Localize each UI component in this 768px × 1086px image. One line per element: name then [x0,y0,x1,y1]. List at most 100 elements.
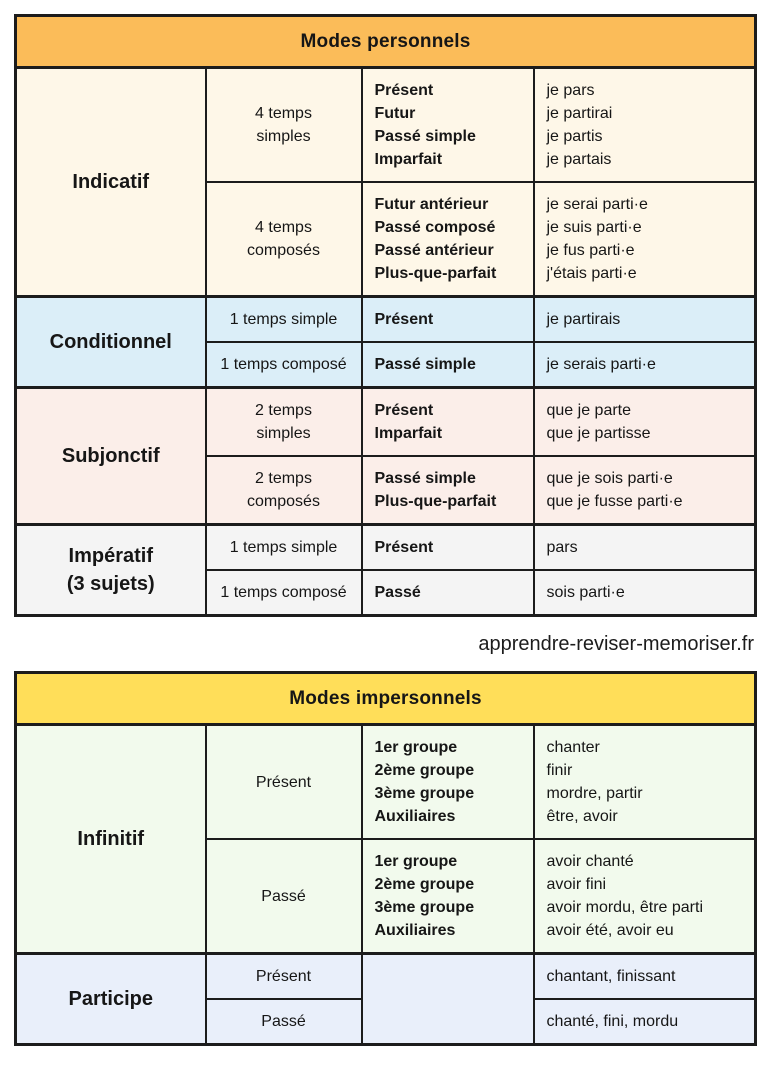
tense-name: Auxiliaires [374,808,456,825]
tense-name: Présent [374,402,434,419]
tense-name: Auxiliaires [374,922,456,939]
example-text: que je parte [546,402,632,419]
tense-count: 1 temps simple [229,539,338,556]
mode-cell: Participe [14,952,207,1046]
tense-name: 1er groupe [374,853,458,870]
tense-name: 3ème groupe [374,899,475,916]
tense-name: Plus-que-parfait [374,493,497,510]
example-text: je partis [546,128,603,145]
tense-name: Passé simple [374,128,476,145]
tense-count: 1 temps composé [220,356,347,373]
tense-name: 2ème groupe [374,762,475,779]
tense-name: 1er groupe [374,739,458,756]
example-text: je partirais [546,311,621,328]
tense-count-cell: 1 temps simple [204,295,363,343]
example-text: avoir fini [546,876,607,893]
example-text: je pars [546,82,595,99]
mode-cell: Indicatif [14,66,207,298]
examples-cell: chanter finir mordre, partir être, avoir [532,723,757,840]
examples-cell: chanté, fini, mordu [532,998,757,1046]
tense-count: 2 temps [255,470,312,487]
tense-count-cell: 1 temps composé [204,341,363,389]
tense-names-cell: Présent [360,523,535,571]
tense-name: Passé simple [374,356,476,373]
tense-count-cell: Passé [204,838,363,955]
tense-count: 2 temps [255,402,312,419]
example-text: je partirai [546,105,613,122]
mode-cell: Conditionnel [14,295,207,389]
example-text: je fus parti·e [546,242,635,259]
tense-name: Présent [374,311,434,328]
tense-count: 1 temps composé [220,584,347,601]
mode-name: Participe [68,988,153,1010]
tense-count: 4 temps [255,105,312,122]
tense-name: Passé simple [374,470,476,487]
examples-cell: chantant, finissant [532,952,757,1000]
example-text: mordre, partir [546,785,643,802]
tense-count: simples [256,425,311,442]
tense-count-cell: 2 temps simples [204,386,363,457]
tense-names-cell [360,952,535,1046]
mode-name: Indicatif [72,171,150,193]
example-text: j'étais parti·e [546,265,637,282]
tense-count: Passé [261,887,306,905]
tense-name: Futur antérieur [374,196,489,213]
table-title: Modes personnels [14,14,757,69]
examples-cell: sois parti·e [532,569,757,617]
mode-cell: Subjonctif [14,386,207,526]
example-text: chanter [546,739,600,756]
mode-name: Impératif [68,545,153,567]
example-text: pars [546,539,578,556]
tense-count-cell: Présent [204,952,363,1000]
examples-cell: pars [532,523,757,571]
tense-name: Présent [374,539,434,556]
example-text: que je fusse parti·e [546,493,683,510]
example-text: je serais parti·e [546,356,656,373]
tense-count: Présent [255,773,312,791]
example-text: finir [546,762,573,779]
tense-count: Présent [255,968,312,985]
tense-count: 1 temps simple [229,311,338,328]
tense-name: Imparfait [374,425,443,442]
tense-name: Passé antérieur [374,242,494,259]
example-text: être, avoir [546,808,618,825]
examples-cell: je pars je partirai je partis je partais [532,66,757,183]
mode-cell: Impératif (3 sujets) [14,523,207,617]
mode-name: Conditionnel [49,331,172,353]
examples-cell: je serais parti·e [532,341,757,389]
example-text: avoir mordu, être parti [546,899,704,916]
tense-name: 2ème groupe [374,876,475,893]
example-text: je partais [546,151,612,168]
mode-cell: Infinitif [14,723,207,955]
tense-count-cell: 1 temps composé [204,569,363,617]
tense-count-cell: 1 temps simple [204,523,363,571]
table-title: Modes impersonnels [14,671,757,726]
example-text: sois parti·e [546,584,625,601]
example-text: je suis parti·e [546,219,642,236]
site-credit: apprendre-reviser-memoriser.fr [478,633,754,655]
tense-name: 3ème groupe [374,785,475,802]
tense-name: Imparfait [374,151,443,168]
tense-names-cell: Passé simple [360,341,535,389]
tense-names-cell: Présent [360,295,535,343]
mode-name: (3 sujets) [66,573,155,595]
example-text: je serai parti·e [546,196,648,213]
examples-cell: que je parte que je partisse [532,386,757,457]
tense-name: Plus-que-parfait [374,265,497,282]
example-text: que je partisse [546,425,651,442]
tense-count-cell: Présent [204,723,363,840]
tense-count-cell: Passé [204,998,363,1046]
tense-name: Passé [374,584,421,601]
